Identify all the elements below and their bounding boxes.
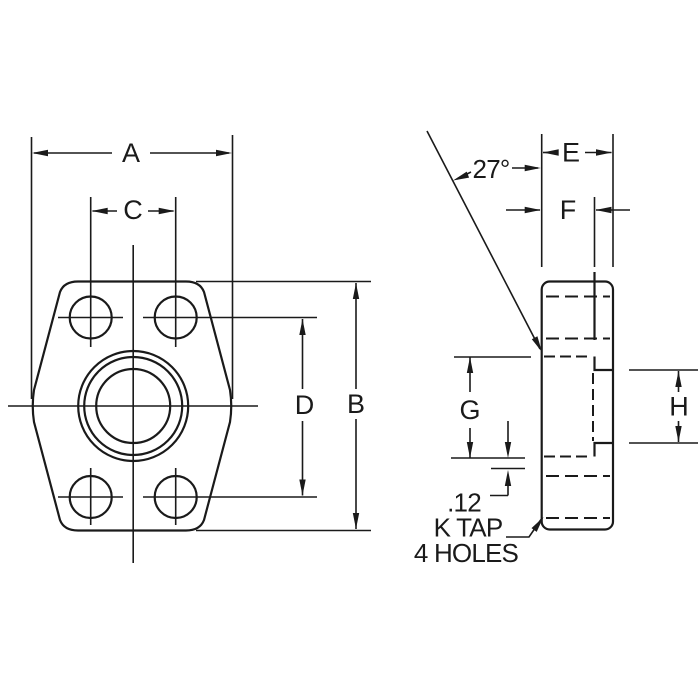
arrowhead bbox=[352, 513, 360, 529]
arrowhead bbox=[504, 470, 512, 486]
arrowhead bbox=[675, 371, 682, 387]
arrowhead bbox=[158, 207, 175, 215]
arrowhead bbox=[466, 357, 474, 373]
arrowhead bbox=[596, 149, 612, 156]
arrowhead bbox=[352, 283, 360, 299]
dimension-g: G bbox=[451, 356, 531, 459]
chamfer-angle-callout: 27° bbox=[426, 130, 542, 352]
tap-note: K TAP 4 HOLES bbox=[414, 513, 544, 568]
arrowhead bbox=[531, 336, 542, 352]
arrowhead bbox=[524, 164, 541, 172]
dim-d-label: D bbox=[295, 390, 315, 420]
dim-h-label: H bbox=[669, 392, 689, 422]
arrowhead bbox=[299, 319, 306, 335]
arrowhead bbox=[91, 207, 108, 215]
arrowhead bbox=[675, 426, 682, 442]
dimension-b: B bbox=[196, 280, 371, 532]
counterbore-step-bottom bbox=[593, 441, 613, 457]
side-body bbox=[540, 280, 615, 531]
tap-note-line1: K TAP bbox=[434, 513, 503, 543]
dim-a-label: A bbox=[122, 138, 140, 168]
arrowhead bbox=[453, 171, 470, 181]
flange-outline bbox=[31, 280, 233, 532]
arrowhead bbox=[531, 517, 544, 532]
counterbore-step-top bbox=[593, 356, 613, 372]
chamfer-angle-line bbox=[426, 130, 541, 350]
side-view bbox=[540, 272, 615, 531]
dim-f-label: F bbox=[560, 195, 577, 225]
dim-g-label: G bbox=[459, 395, 480, 425]
dimension-c: C bbox=[91, 195, 175, 225]
dim-c-label: C bbox=[123, 195, 143, 225]
dim-b-label: B bbox=[347, 389, 365, 419]
arrowhead bbox=[595, 206, 612, 214]
dimension-h: H bbox=[629, 369, 698, 444]
tap-note-line2: 4 HOLES bbox=[414, 538, 519, 568]
dimension-a: A bbox=[30, 135, 234, 399]
arrowhead bbox=[542, 149, 559, 156]
chamfer-angle-label: 27° bbox=[473, 154, 510, 184]
dim-e-label: E bbox=[562, 138, 580, 168]
arrowhead bbox=[466, 442, 474, 458]
arrowhead bbox=[216, 149, 232, 157]
dimension-recess-depth: .12 bbox=[447, 421, 525, 518]
dimension-e: E bbox=[540, 134, 614, 267]
arrowhead bbox=[299, 479, 306, 496]
dimension-d: D bbox=[295, 319, 315, 496]
arrowhead bbox=[32, 149, 48, 157]
recess-depth-label: .12 bbox=[447, 488, 481, 518]
front-view bbox=[8, 197, 317, 563]
arrowhead bbox=[524, 206, 541, 214]
arrowhead bbox=[504, 442, 512, 458]
dimension-f: F bbox=[506, 195, 630, 267]
